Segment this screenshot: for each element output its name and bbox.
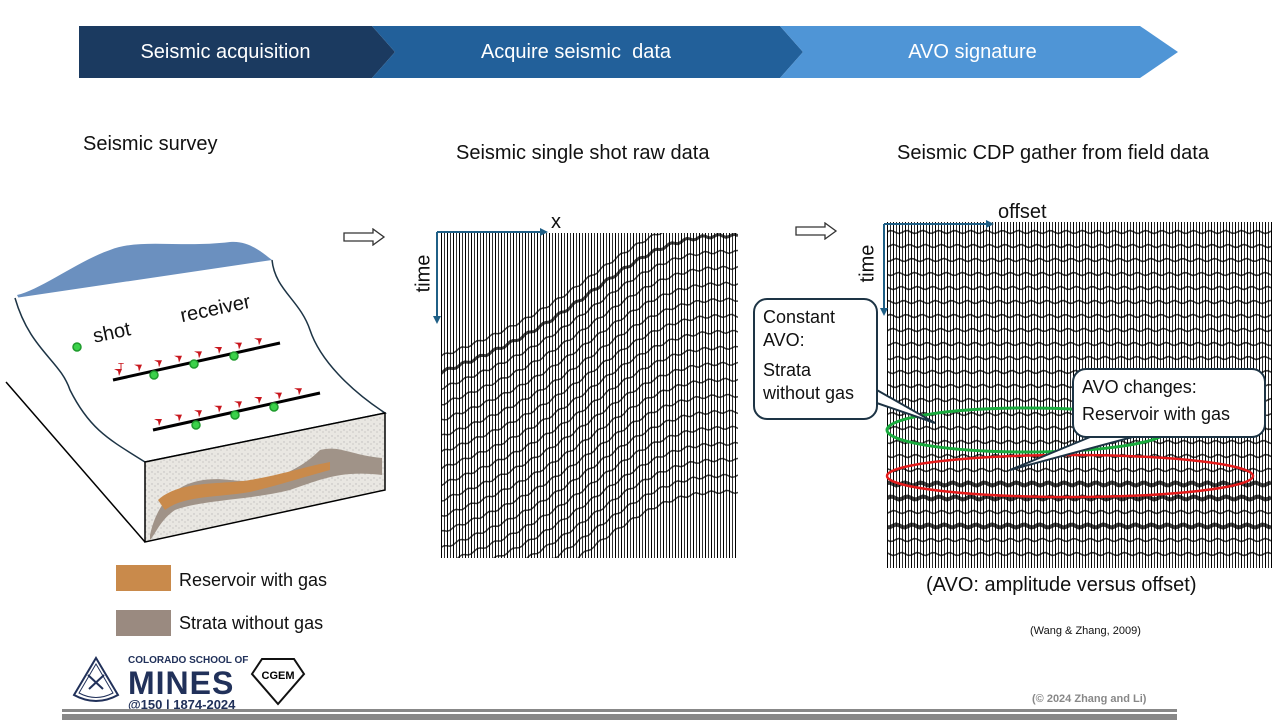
- callout-constant-avo: Constant AVO: Strata without gas: [753, 298, 878, 420]
- receiver-icon: [114, 369, 122, 376]
- receiver-icon: [274, 392, 282, 400]
- reflection-event: [886, 257, 1272, 263]
- citation: (Wang & Zhang, 2009): [1030, 625, 1141, 637]
- footer-rule-thick: [62, 714, 1177, 720]
- legend-strata-swatch: [116, 610, 171, 636]
- survey-block-diagram: ᵀ: [5, 241, 387, 543]
- reflection-event: [886, 480, 1272, 488]
- arrow-right-icon: [343, 228, 386, 246]
- legend-reservoir-label: Reservoir with gas: [179, 570, 328, 590]
- process-chevrons: [79, 26, 1178, 78]
- shot-time-label: time: [412, 254, 435, 293]
- reflection-event: [886, 537, 1272, 543]
- receiver-icon: [254, 338, 262, 346]
- receiver-icon: [294, 388, 302, 396]
- receiver-icon: [214, 347, 222, 354]
- step-acquire-data: Acquire seismic data: [480, 41, 672, 63]
- reflection-event: [440, 393, 739, 532]
- step-avo-signature: AVO signature: [908, 41, 1037, 63]
- legend-strata-label: Strata without gas: [179, 613, 324, 633]
- reflection-event: [440, 473, 739, 614]
- receiver-icon: [254, 397, 262, 404]
- callout-text: AVO:: [763, 330, 805, 351]
- callout-avo-changes: AVO changes: Reservoir with gas: [1072, 368, 1266, 438]
- step-1-shape: [79, 26, 395, 78]
- callout-text: AVO changes:: [1082, 377, 1197, 397]
- reflection-event: [886, 522, 1272, 530]
- receiver-icon: [234, 401, 242, 409]
- callout-text: Strata: [763, 359, 812, 380]
- reflection-event: [886, 271, 1272, 277]
- constant-callout-pointer: [867, 383, 936, 424]
- block-edge: [5, 381, 146, 543]
- legend-reservoir-swatch: [116, 565, 171, 591]
- callout-text: without gas: [763, 383, 855, 404]
- reflection-event: [440, 297, 738, 436]
- copyright: (© 2024 Zhang and Li): [1032, 693, 1147, 705]
- receiver-icon: [174, 355, 182, 363]
- red-ellipse: [885, 453, 1255, 499]
- cdp-time-label: time: [856, 244, 879, 283]
- reflection-event: [440, 377, 739, 517]
- receiver-icons: [114, 338, 302, 426]
- callout-text: Constant: [763, 307, 836, 327]
- shot-gather-title: Seismic single shot raw data: [456, 142, 710, 164]
- step-3-shape: [780, 26, 1178, 78]
- svg-text:CGEM: CGEM: [262, 670, 295, 682]
- mines-logo: COLORADO SCHOOL OF MINES @150 | 1874-202…: [128, 655, 249, 712]
- receiver-icon: [214, 405, 222, 413]
- footer-rule-thin: [62, 709, 1177, 712]
- svg-text:ᵀ: ᵀ: [118, 360, 124, 376]
- mines-logo-line3: @150 | 1874-2024: [128, 697, 236, 712]
- reflection-event: [440, 265, 739, 406]
- reflection-event: [440, 313, 739, 453]
- reflection-event: [440, 281, 739, 421]
- reflection-event: [440, 361, 739, 502]
- reflection-event: [886, 467, 1272, 473]
- mines-logo-line2: MINES: [128, 665, 235, 701]
- reflection-event: [440, 249, 739, 391]
- reflection-event: [440, 409, 739, 549]
- reflection-event: [886, 229, 1272, 235]
- reflection-event: [886, 355, 1272, 361]
- avo-caption: (AVO: amplitude versus offset): [926, 574, 1197, 596]
- receiver-markers: ᵀ: [118, 360, 124, 376]
- reflection-event: [440, 345, 739, 487]
- mines-seal-logo: [72, 656, 120, 702]
- reflection-event: [440, 329, 739, 470]
- step-seismic-acquisition: Seismic acquisition: [140, 41, 311, 63]
- cdp-title: Seismic CDP gather from field data: [897, 142, 1209, 164]
- cdp-offset-label: offset: [998, 201, 1047, 223]
- reflection-event: [886, 285, 1272, 291]
- reflection-event: [886, 341, 1272, 347]
- arrow-right-icon: [795, 222, 838, 240]
- reflection-event: [886, 299, 1272, 305]
- reflection-event: [440, 425, 739, 566]
- shot-x-label: x: [551, 211, 561, 233]
- receiver-icon: [194, 410, 202, 418]
- receiver-icon: [234, 342, 242, 350]
- receiver-icon: [194, 351, 202, 359]
- cgem-logo: CGEM: [250, 658, 306, 706]
- reflection-event: [886, 551, 1272, 557]
- receiver-icon: [154, 419, 162, 426]
- shot-points: [72, 342, 279, 430]
- reflection-event: [440, 457, 739, 599]
- cdp-axes: [880, 220, 994, 316]
- receiver-icon: [134, 364, 142, 372]
- callout-text: Reservoir with gas: [1082, 404, 1231, 425]
- reservoir-layer: [158, 462, 330, 510]
- reflection-event: [886, 509, 1272, 515]
- reflection-event: [439, 232, 739, 375]
- reflection-event: [886, 243, 1272, 249]
- step-2-shape: [372, 26, 803, 78]
- reflection-event: [886, 327, 1272, 333]
- reflection-event: [886, 313, 1272, 319]
- reflection-event: [440, 441, 739, 583]
- survey-title: Seismic survey: [83, 133, 218, 155]
- receiver-icon: [154, 360, 162, 368]
- receiver-icon: [174, 414, 182, 422]
- mines-logo-line1: COLORADO SCHOOL OF: [128, 655, 249, 666]
- shot-axes: [433, 228, 548, 324]
